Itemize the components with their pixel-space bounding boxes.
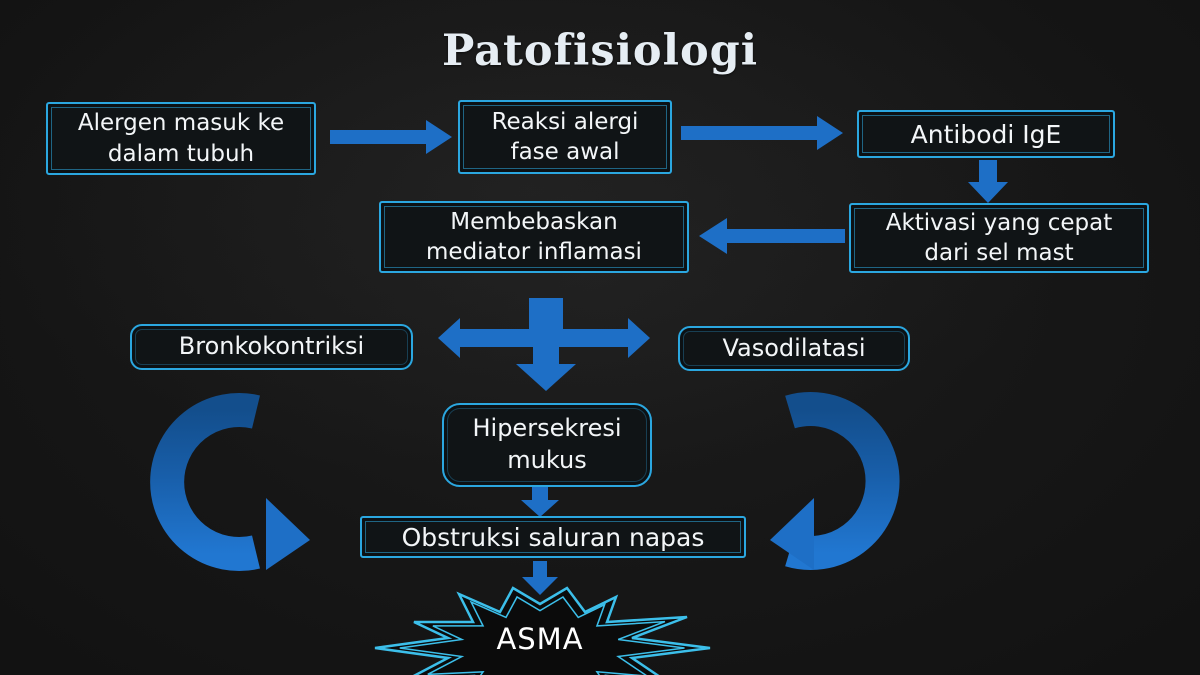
flow-box-aktivasi: Aktivasi yang cepat dari sel mast <box>849 203 1149 273</box>
flow-box-hipersekresi: Hipersekresi mukus <box>442 403 652 487</box>
arrow-down-icon <box>521 487 559 517</box>
flow-box-obstruksi: Obstruksi saluran napas <box>360 516 746 558</box>
arrow-down-icon <box>968 160 1008 203</box>
flow-box-membebaskan: Membebaskan mediator inflamasi <box>379 201 689 273</box>
flow-box-reaksi-label: Reaksi alergi fase awal <box>491 108 639 165</box>
flow-box-antibodi: Antibodi IgE <box>857 110 1115 158</box>
flow-box-alergen: Alergen masuk ke dalam tubuh <box>46 102 316 175</box>
arrow-right-icon <box>681 116 843 150</box>
splitter-arrow-icon <box>438 298 650 391</box>
flow-box-reaksi: Reaksi alergi fase awal <box>458 100 672 174</box>
flow-box-aktivasi-label: Aktivasi yang cepat dari sel mast <box>885 209 1113 266</box>
flow-box-bronkokontriksi: Bronkokontriksi <box>130 324 413 370</box>
flow-box-vasodilatasi: Vasodilatasi <box>678 326 910 371</box>
flow-box-obstruksi-label: Obstruksi saluran napas <box>401 522 705 552</box>
flow-box-vasodilatasi-label: Vasodilatasi <box>722 333 866 362</box>
flow-box-membebaskan-label: Membebaskan mediator inflamasi <box>426 208 642 265</box>
flow-box-antibodi-label: Antibodi IgE <box>910 119 1062 149</box>
flow-box-bronkokontriksi-label: Bronkokontriksi <box>178 332 365 361</box>
arrow-right-icon <box>330 120 452 154</box>
flow-box-alergen-label: Alergen masuk ke dalam tubuh <box>77 110 285 167</box>
page-title: Patofisiologi <box>441 26 759 76</box>
flow-box-hipersekresi-label: Hipersekresi mukus <box>472 414 622 474</box>
curved-arrow-left-icon <box>150 393 310 571</box>
curved-arrow-right-icon <box>770 392 900 570</box>
asma-label: ASMA <box>496 622 584 656</box>
arrow-left-icon <box>699 218 845 254</box>
arrow-down-icon <box>522 561 558 595</box>
